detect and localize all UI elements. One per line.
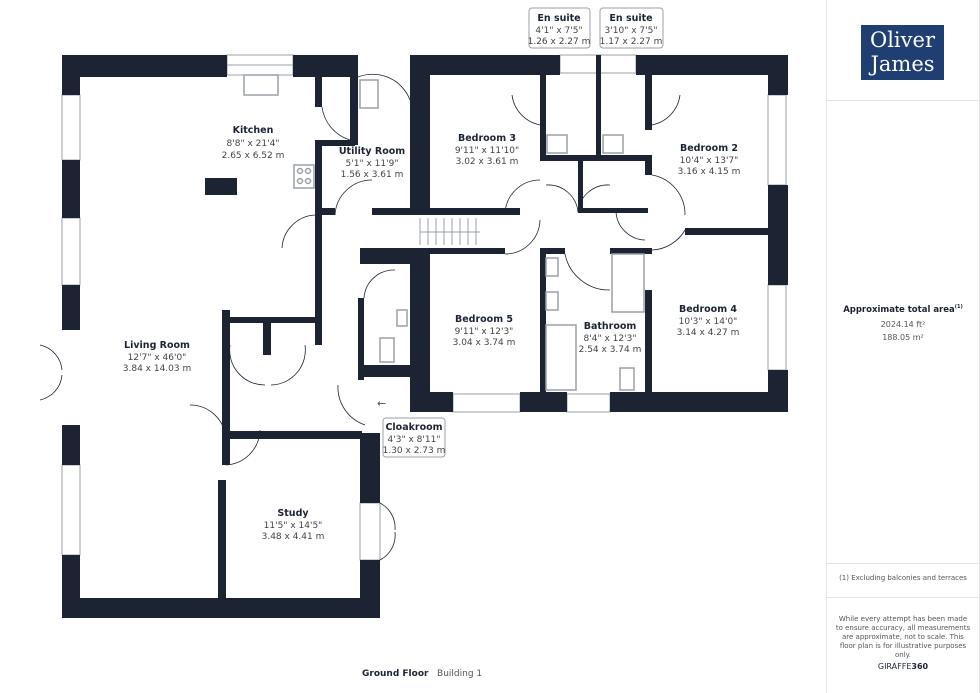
logo-line-1: Oliver [870, 28, 935, 52]
floor-plan: Kitchen 8'8" x 21'4" 2.65 x 6.52 m Utili… [39, 7, 788, 618]
room-ensuite-1: En suite 4'1" x 7'5" 1.26 x 2.27 m [528, 7, 591, 49]
room-metric: 2.54 x 3.74 m [579, 345, 642, 355]
divider [827, 100, 979, 101]
room-bedroom3: Bedroom 3 9'11" x 11'10" 3.02 x 3.61 m [455, 133, 519, 167]
area-sqft: 2024.14 ft² [880, 320, 926, 329]
credit-number: 360 [911, 662, 929, 671]
area-note-marker: (1) [954, 304, 963, 310]
building-name: Building 1 [437, 669, 483, 679]
room-kitchen: Kitchen 8'8" x 21'4" 2.65 x 6.52 m [222, 125, 285, 161]
room-imperial: 9'11" x 11'10" [455, 146, 519, 156]
room-name: Utility Room [339, 146, 405, 157]
room-metric: 3.16 x 4.15 m [678, 167, 741, 177]
walls [62, 55, 788, 618]
room-imperial: 9'11" x 12'3" [455, 327, 514, 337]
room-bathroom: Bathroom 8'4" x 12'3" 2.54 x 3.74 m [579, 321, 642, 355]
doors [39, 73, 686, 561]
room-imperial: 4'1" x 7'5" [535, 26, 582, 36]
room-living: Living Room 12'7" x 46'0" 3.84 x 14.03 m [123, 340, 191, 374]
room-bedroom4: Bedroom 4 10'3" x 14'0" 3.14 x 4.27 m [677, 304, 740, 338]
room-ensuite-2: En suite 3'10" x 7'5" 1.17 x 2.27 m [599, 7, 664, 49]
floor-caption: Ground Floor Building 1 [362, 669, 482, 679]
room-name: En suite [609, 13, 652, 24]
room-name: Bedroom 3 [458, 133, 516, 144]
room-metric: 1.17 x 2.27 m [600, 37, 663, 47]
entrance-arrow-icon: ← [377, 397, 386, 410]
room-metric: 2.65 x 6.52 m [222, 151, 285, 161]
room-utility: Utility Room 5'1" x 11'9" 1.56 x 3.61 m [339, 146, 405, 180]
credit-name: GIRAFFE [877, 662, 912, 671]
credit: GIRAFFE360 [827, 662, 979, 671]
room-cloakroom: Cloakroom 4'3" x 8'11" 1.30 x 2.73 m [382, 417, 446, 458]
room-imperial: 10'4" x 13'7" [680, 156, 739, 166]
area-sqm: 188.05 m² [882, 333, 924, 342]
room-imperial: 12'7" x 46'0" [128, 353, 187, 363]
area-title: Approximate total area(1) [827, 304, 979, 315]
room-metric: 3.48 x 4.41 m [262, 532, 325, 542]
room-name: Bedroom 4 [679, 304, 737, 315]
room-metric: 3.14 x 4.27 m [677, 328, 740, 338]
room-name: Cloakroom [385, 422, 442, 433]
room-metric: 3.02 x 3.61 m [456, 157, 519, 167]
room-name: Kitchen [233, 125, 274, 136]
room-imperial: 3'10" x 7'5" [605, 26, 658, 36]
room-name: Bedroom 5 [455, 314, 513, 325]
footnote: (1) Excluding balconies and terraces [839, 574, 967, 582]
brand-logo: Oliver James [861, 25, 944, 80]
disclaimer: While every attempt has been made to ens… [835, 615, 971, 659]
room-name: Living Room [124, 340, 190, 351]
room-study: Study 11'5" x 14'5" 3.48 x 4.41 m [262, 508, 325, 542]
info-panel: Oliver James Approximate total area(1) 2… [826, 0, 980, 693]
room-bedroom2: Bedroom 2 10'4" x 13'7" 3.16 x 4.15 m [678, 143, 741, 177]
divider [827, 597, 979, 598]
room-name: Bedroom 2 [680, 143, 738, 154]
room-name: Bathroom [584, 321, 637, 332]
room-name: Study [277, 508, 309, 519]
room-imperial: 4'3" x 8'11" [388, 435, 441, 445]
room-imperial: 10'3" x 14'0" [679, 317, 738, 327]
room-imperial: 8'4" x 12'3" [584, 334, 637, 344]
room-imperial: 5'1" x 11'9" [346, 159, 399, 169]
area-title-text: Approximate total area [843, 304, 955, 315]
room-metric: 1.30 x 2.73 m [383, 446, 446, 456]
fixtures [243, 74, 645, 391]
room-imperial: 11'5" x 14'5" [264, 521, 323, 531]
room-metric: 3.04 x 3.74 m [453, 338, 516, 348]
room-imperial: 8'8" x 21'4" [227, 139, 280, 149]
logo-line-2: James [870, 52, 935, 76]
divider [827, 563, 979, 564]
room-bedroom5: Bedroom 5 9'11" x 12'3" 3.04 x 3.74 m [453, 314, 516, 348]
room-metric: 3.84 x 14.03 m [123, 364, 191, 374]
room-name: En suite [537, 13, 580, 24]
floor-name: Ground Floor [362, 669, 429, 679]
room-metric: 1.56 x 3.61 m [341, 170, 404, 180]
room-metric: 1.26 x 2.27 m [528, 37, 591, 47]
